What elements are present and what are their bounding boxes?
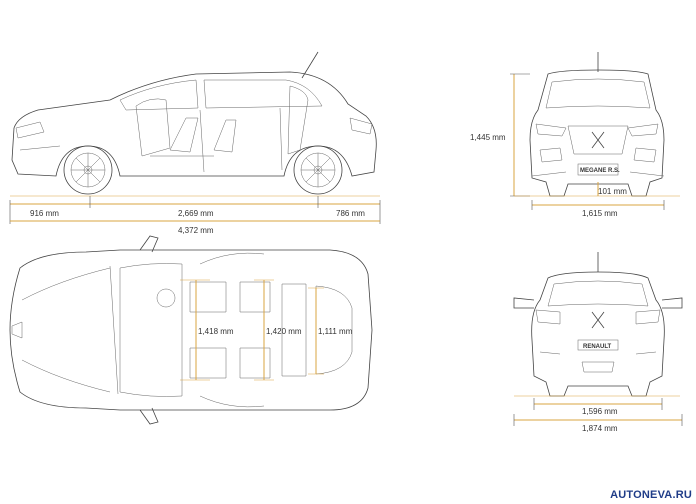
height-label: 1,445 mm [470,133,506,142]
overall-width-label: 1,874 mm [582,424,618,433]
side-view: 916 mm 2,669 mm 786 mm 4,372 mm [9,51,381,235]
rear-wheel [293,145,343,195]
length-label: 4,372 mm [178,226,214,235]
front-wheel [63,145,113,195]
front-track-label: 1,615 mm [582,209,618,218]
rear-track-label: 1,596 mm [582,407,618,416]
front-view: MEGANE R.S. 1,445 mm 101 mm 1,615 mm [470,52,680,218]
top-view: 1,418 mm 1,420 mm 1,111 mm [9,235,373,425]
wheelbase-label: 2,669 mm [178,209,214,218]
ground-clearance-label: 101 mm [598,187,627,196]
front-elbow-width-label: 1,418 mm [198,327,234,336]
rear-elbow-width-label: 1,420 mm [266,327,302,336]
front-plate-text: MEGANE R.S. [580,168,620,174]
watermark: AUTONEVA.RU [610,488,692,502]
rear-overhang-label: 786 mm [336,209,365,218]
rear-plate-text: RENAULT [583,344,612,350]
front-overhang-label: 916 mm [30,209,59,218]
boot-width-label: 1,111 mm [318,327,353,336]
rear-view: RENAULT 1,596 mm 1,874 mm [513,252,683,433]
